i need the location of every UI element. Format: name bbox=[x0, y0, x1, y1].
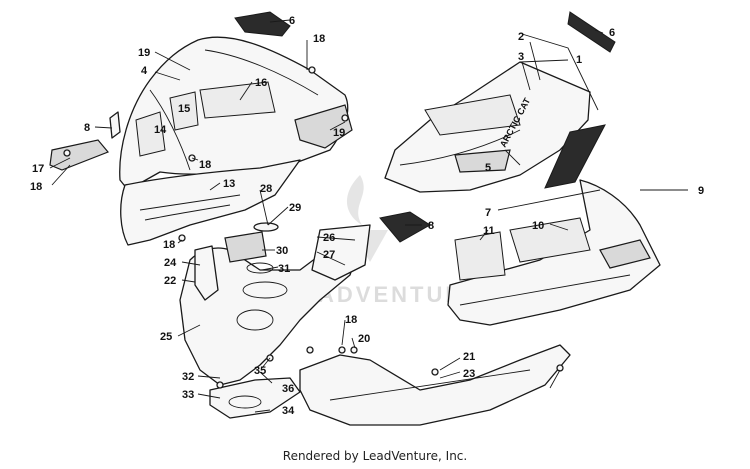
callout-34: 35 bbox=[254, 365, 266, 377]
callout-14: 15 bbox=[178, 103, 190, 115]
callout-13: 14 bbox=[154, 124, 167, 136]
callout-18c: 18 bbox=[163, 239, 175, 251]
callout-31: 32 bbox=[182, 371, 194, 383]
hood-assembly-left bbox=[49, 11, 353, 246]
callout-19a: 19 bbox=[138, 47, 150, 59]
belly-pan-assembly bbox=[179, 222, 571, 426]
callout-17: 18 bbox=[30, 181, 42, 193]
callout-25: 26 bbox=[323, 232, 335, 244]
callout-33: 34 bbox=[282, 405, 295, 417]
render-credit: Rendered by LeadVenture, Inc. bbox=[282, 449, 468, 463]
callout-2: 2 bbox=[518, 31, 524, 43]
callout-6a: 6 bbox=[289, 15, 295, 27]
callout-16: 17 bbox=[32, 163, 44, 175]
callout-6b: 6 bbox=[609, 27, 615, 39]
callout-10: 10 bbox=[532, 220, 544, 232]
callout-23: 24 bbox=[164, 257, 177, 269]
side-panel-assembly-right: ARCTIC CAT bbox=[379, 11, 616, 243]
callout-22b: 23 bbox=[463, 368, 475, 380]
callout-18d: 18 bbox=[345, 314, 357, 326]
callout-8b: 8 bbox=[428, 220, 434, 232]
callout-9: 9 bbox=[698, 185, 704, 197]
callout-24: 25 bbox=[160, 331, 172, 343]
callout-18b: 18 bbox=[199, 159, 211, 171]
callout-12: 13 bbox=[223, 178, 235, 190]
callout-7: 7 bbox=[485, 207, 491, 219]
leader-lines bbox=[49, 19, 688, 413]
callout-32: 33 bbox=[182, 389, 194, 401]
callout-20: 20 bbox=[358, 333, 370, 345]
callout-21: 21 bbox=[463, 351, 475, 363]
callout-4: 4 bbox=[141, 65, 148, 77]
callout-1: 1 bbox=[576, 54, 582, 66]
callout-29: 30 bbox=[276, 245, 288, 257]
callout-28: 29 bbox=[289, 202, 301, 214]
callout-30: 31 bbox=[278, 263, 290, 275]
callout-5: 5 bbox=[485, 162, 491, 174]
callout-8a: 8 bbox=[84, 122, 90, 134]
callout-35: 36 bbox=[282, 383, 294, 395]
callout-19b: 19 bbox=[333, 127, 345, 139]
fasteners bbox=[63, 66, 564, 389]
callout-11: 11 bbox=[483, 225, 495, 237]
callout-22a: 22 bbox=[164, 275, 176, 287]
lower-side-panel-right bbox=[447, 179, 661, 326]
callout-18a: 18 bbox=[313, 33, 325, 45]
callout-27: 28 bbox=[260, 183, 272, 195]
callout-26: 27 bbox=[323, 249, 335, 261]
callout-15: 16 bbox=[255, 77, 267, 89]
callouts: 6 18 19 4 16 15 14 8 19 17 18 18 13 18 2… bbox=[30, 15, 704, 417]
callout-3: 3 bbox=[518, 51, 524, 63]
